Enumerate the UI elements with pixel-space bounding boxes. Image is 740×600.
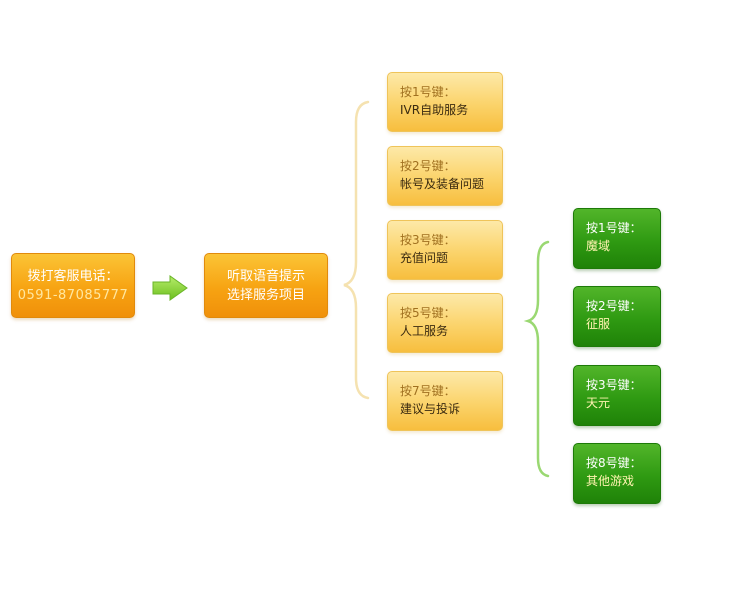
game-key: 按3号键： — [586, 378, 642, 392]
voice-prompt-box: 听取语音提示 选择服务项目 — [204, 253, 328, 318]
option-box: 按2号键： 帐号及装备问题 — [387, 146, 503, 206]
option-service: 建议与投诉 — [400, 402, 461, 416]
option-key: 按3号键： — [400, 233, 456, 247]
option-key: 按2号键： — [400, 159, 456, 173]
option-key: 按7号键： — [400, 384, 456, 398]
hotline-number: 0591-87085777 — [17, 287, 129, 303]
game-name: 征服 — [586, 317, 611, 331]
dial-hotline-box: 拨打客服电话： 0591-87085777 — [11, 253, 135, 318]
game-name: 魔域 — [586, 239, 611, 253]
option-service: 帐号及装备问题 — [400, 177, 485, 191]
option-key: 按5号键： — [400, 306, 456, 320]
option-service: IVR自助服务 — [400, 103, 469, 117]
game-name: 其他游戏 — [586, 474, 635, 488]
options-bracket — [343, 100, 370, 400]
option-box: 按7号键： 建议与投诉 — [387, 371, 503, 431]
game-box: 按2号键： 征服 — [573, 286, 661, 347]
option-box: 按1号键： IVR自助服务 — [387, 72, 503, 132]
option-service: 充值问题 — [400, 251, 449, 265]
right-arrow-icon — [152, 275, 188, 301]
game-name: 天元 — [586, 396, 611, 410]
game-box: 按1号键： 魔域 — [573, 208, 661, 269]
games-bracket — [523, 240, 550, 478]
game-box: 按8号键： 其他游戏 — [573, 443, 661, 504]
option-key: 按1号键： — [400, 85, 456, 99]
option-box: 按3号键： 充值问题 — [387, 220, 503, 280]
game-key: 按8号键： — [586, 456, 642, 470]
voice-prompt-line2: 选择服务项目 — [226, 287, 305, 303]
game-box: 按3号键： 天元 — [573, 365, 661, 426]
voice-prompt-line1: 听取语音提示 — [226, 268, 305, 284]
option-box: 按5号键： 人工服务 — [387, 293, 503, 353]
game-key: 按1号键： — [586, 221, 642, 235]
option-service: 人工服务 — [400, 324, 449, 338]
dial-hotline-label: 拨打客服电话： — [27, 268, 119, 284]
game-key: 按2号键： — [586, 299, 642, 313]
